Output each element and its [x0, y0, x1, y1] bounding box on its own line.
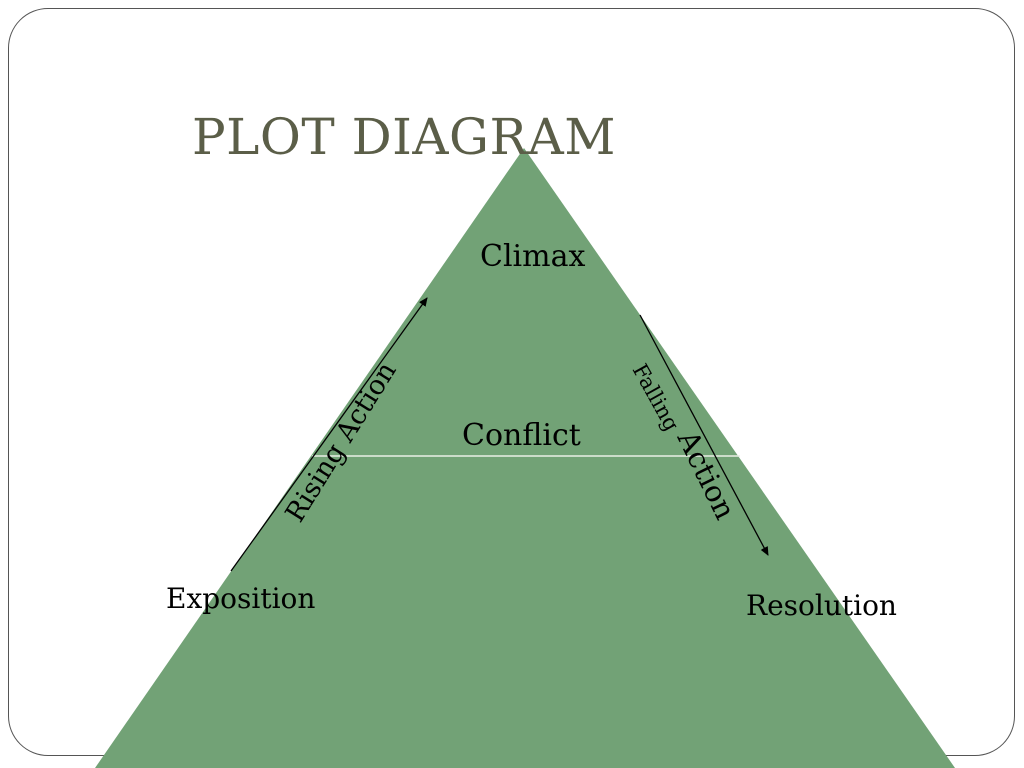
plot-triangle: [95, 148, 955, 768]
falling-action-arrow: [639, 314, 769, 556]
page-title: PLOT DIAGRAM: [192, 108, 616, 166]
exposition-label: Exposition: [166, 582, 315, 615]
climax-label: Climax: [480, 239, 585, 274]
conflict-label: Conflict: [462, 418, 581, 453]
rising-action-arrow: [230, 297, 428, 572]
resolution-label: Resolution: [746, 589, 897, 622]
